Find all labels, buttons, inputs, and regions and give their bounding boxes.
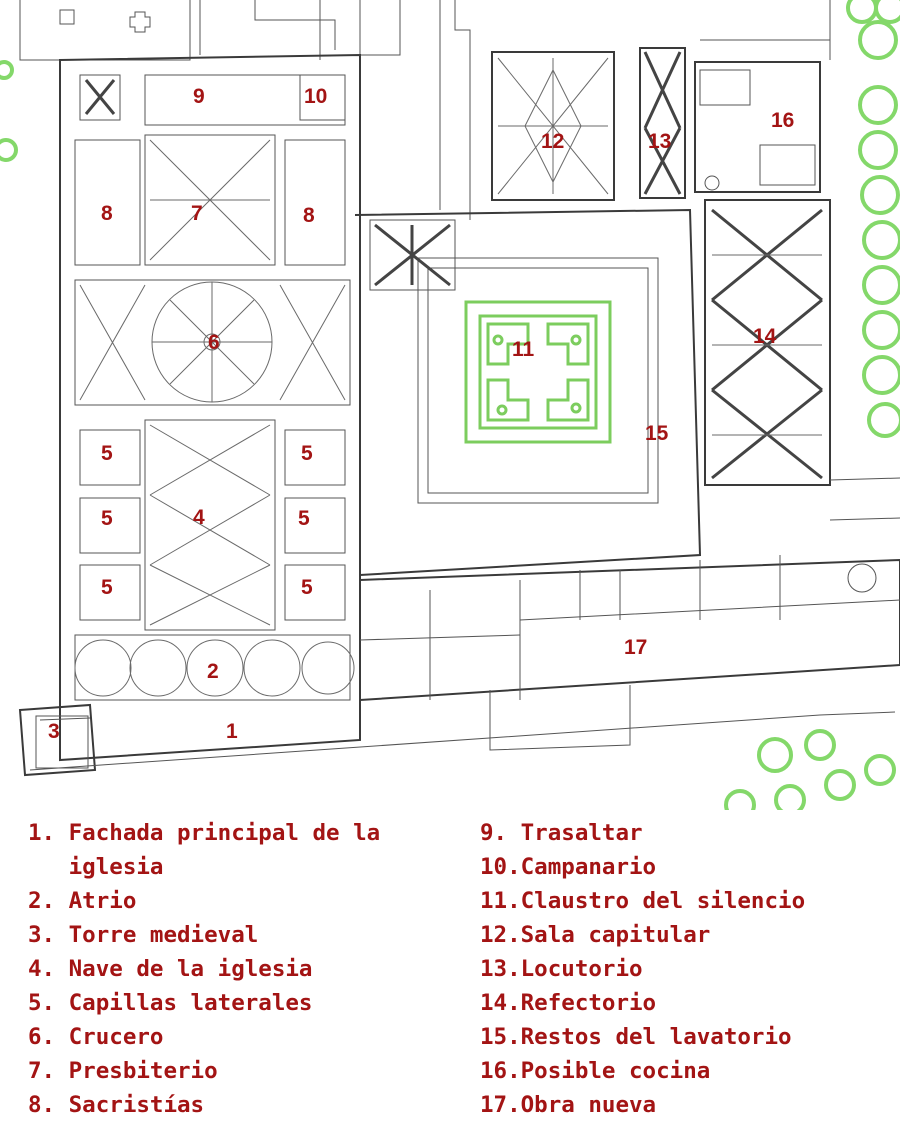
- legend-item: 8. Sacristías: [28, 1088, 448, 1122]
- legend-text: Presbiterio: [68, 1058, 218, 1084]
- label-6: 6: [208, 331, 220, 354]
- legend-number: 13.: [480, 956, 521, 982]
- trees: [0, 0, 900, 810]
- legend-column-right: 9. Trasaltar 10.Campanario 11.Claustro d…: [480, 816, 890, 1122]
- label-5-right-top: 5: [301, 442, 313, 465]
- label-14: 14: [753, 325, 777, 348]
- legend-item: 15.Restos del lavatorio: [480, 1020, 890, 1054]
- legend-text: Sacristías: [68, 1092, 205, 1118]
- legend-text: Campanario: [520, 854, 657, 880]
- label-9: 9: [193, 85, 205, 108]
- label-3: 3: [48, 720, 60, 743]
- label-1: 1: [226, 720, 238, 743]
- legend-text: Posible cocina: [520, 1058, 711, 1084]
- legend-text: Crucero: [68, 1024, 164, 1050]
- label-8-left: 8: [101, 202, 113, 225]
- legend-item: 13.Locutorio: [480, 952, 890, 986]
- cloister-garden: [464, 300, 612, 444]
- legend-item: 14.Refectorio: [480, 986, 890, 1020]
- legend-number: 10.: [480, 854, 521, 880]
- legend-item: 4. Nave de la iglesia: [28, 952, 448, 986]
- label-17: 17: [624, 636, 647, 659]
- legend-text: Torre medieval: [68, 922, 259, 948]
- legend-text: Sala capitular: [520, 922, 711, 948]
- legend-item: 17.Obra nueva: [480, 1088, 890, 1122]
- legend-number: 11.: [480, 888, 521, 914]
- legend-text: Claustro del silencio: [520, 888, 806, 914]
- legend-item: 10.Campanario: [480, 850, 890, 884]
- label-2: 2: [207, 660, 219, 683]
- legend-item: 16.Posible cocina: [480, 1054, 890, 1088]
- legend-item: 2. Atrio: [28, 884, 448, 918]
- label-8-right: 8: [303, 204, 315, 227]
- label-7: 7: [191, 202, 203, 225]
- legend-text: Nave de la iglesia: [68, 956, 313, 982]
- legend-number: 14.: [480, 990, 521, 1016]
- legend-number: 1.: [28, 820, 69, 846]
- legend-number: 6.: [28, 1024, 69, 1050]
- legend-text: Capillas laterales: [68, 990, 313, 1016]
- legend-text: Atrio: [68, 888, 137, 914]
- legend-number: 2.: [28, 888, 69, 914]
- legend-text: Obra nueva: [520, 1092, 657, 1118]
- legend-item: 7. Presbiterio: [28, 1054, 448, 1088]
- legend-item: 6. Crucero: [28, 1020, 448, 1054]
- legend-number: 3.: [28, 922, 69, 948]
- label-12: 12: [541, 130, 564, 153]
- label-5-left-bottom: 5: [101, 576, 113, 599]
- legend-text: Locutorio: [520, 956, 643, 982]
- legend-number: 4.: [28, 956, 69, 982]
- legend-number: 7.: [28, 1058, 69, 1084]
- label-5-left-mid: 5: [101, 507, 113, 530]
- legend-item: 12.Sala capitular: [480, 918, 890, 952]
- label-15: 15: [645, 422, 669, 445]
- legend-text: Trasaltar: [520, 820, 643, 846]
- label-5-right-bottom: 5: [301, 576, 313, 599]
- plan-walls: [18, 0, 900, 777]
- legend-text: Refectorio: [520, 990, 657, 1016]
- legend-number: 8.: [28, 1092, 69, 1118]
- legend-item: 5. Capillas laterales: [28, 986, 448, 1020]
- legend-number: 15.: [480, 1024, 521, 1050]
- legend-item: 1. Fachada principal de la iglesia: [28, 816, 448, 884]
- label-5-left-top: 5: [101, 442, 113, 465]
- label-11: 11: [512, 338, 535, 361]
- legend-item: 11.Claustro del silencio: [480, 884, 890, 918]
- legend-number: 17.: [480, 1092, 521, 1118]
- legend-column-left: 1. Fachada principal de la iglesia 2. At…: [28, 816, 448, 1122]
- label-4: 4: [193, 506, 205, 529]
- label-10: 10: [304, 85, 327, 108]
- legend-number: 16.: [480, 1058, 521, 1084]
- floor-plan: 1 2 3 4 5 5 5 5 5 5 6 7 8 8 9 10 11 12 1…: [0, 0, 900, 810]
- legend-number: 5.: [28, 990, 69, 1016]
- label-16: 16: [771, 109, 794, 132]
- legend-item: 9. Trasaltar: [480, 816, 890, 850]
- legend-text: Restos del lavatorio: [520, 1024, 792, 1050]
- legend-text: Fachada principal de la iglesia: [68, 820, 381, 880]
- legend: 1. Fachada principal de la iglesia 2. At…: [0, 812, 900, 1141]
- label-13: 13: [648, 130, 671, 153]
- legend-item: 3. Torre medieval: [28, 918, 448, 952]
- legend-number: 12.: [480, 922, 521, 948]
- plan-labels: 1 2 3 4 5 5 5 5 5 5 6 7 8 8 9 10 11 12 1…: [48, 85, 794, 743]
- legend-number: 9.: [480, 820, 521, 846]
- label-5-right-mid: 5: [298, 507, 310, 530]
